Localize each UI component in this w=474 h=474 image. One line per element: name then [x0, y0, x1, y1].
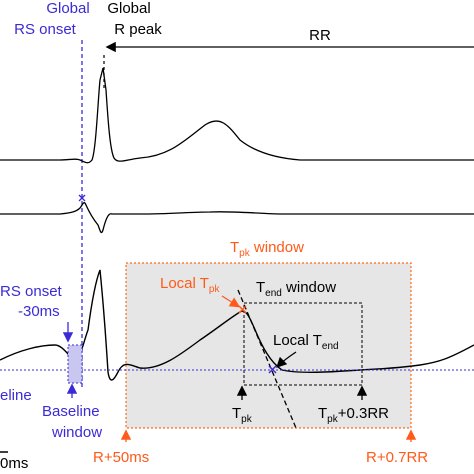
ecg-trace-derivative	[0, 202, 474, 234]
rs-onset-x-marker	[78, 194, 86, 202]
global-r-peak-label-1: Global	[107, 0, 150, 17]
baseline-label: eline	[0, 387, 32, 404]
global-rs-onset-label-2: RS onset	[14, 21, 77, 38]
tend-window-label-t: T	[256, 279, 265, 296]
local-tpk-label-main: Local T	[160, 275, 209, 292]
rs-onset-minus-label-2: -30ms	[18, 303, 60, 320]
tpk-window-label: Tpk window	[230, 239, 304, 259]
tend-window-label-sub: end	[265, 288, 282, 299]
local-tpk-label-sub: pk	[209, 284, 221, 295]
tpk-window-label-t: T	[230, 239, 239, 256]
tpk-window-label-sub: pk	[239, 248, 251, 259]
local-tend-label-main: Local T	[273, 332, 322, 349]
tpk-window-label-suffix: window	[250, 239, 304, 256]
local-tpk-label: Local Tpk	[160, 275, 220, 295]
local-tpk-arrow	[221, 295, 241, 308]
baseline-window-label-1: Baseline	[42, 403, 100, 420]
r-plus-50-label: R+50ms	[93, 449, 149, 466]
rr-label: RR	[309, 27, 331, 44]
tpk-marker-label-sub: pk	[241, 414, 253, 425]
baseline-window-box	[67, 344, 83, 384]
scale-label: 0ms	[0, 455, 28, 472]
tpk-marker-label-t: T	[232, 405, 241, 422]
tpk-window-box	[125, 262, 412, 429]
r-plus-07-label: R+0.7RR	[366, 449, 428, 466]
local-tend-marker	[268, 365, 277, 374]
baseline-window-label-2: window	[51, 424, 102, 441]
local-tend-label-sub: end	[322, 341, 339, 352]
tpk-marker-label: Tpk	[232, 405, 253, 425]
tend-window-label-suffix: window	[282, 279, 336, 296]
tpk-plus-label: Tpk+0.3RR	[318, 405, 389, 425]
tpk-plus-label-sub: pk	[327, 414, 339, 425]
ecg-trace-global	[0, 67, 474, 164]
tpk-plus-label-suffix: +0.3RR	[338, 405, 389, 422]
global-rs-onset-label-1: Global	[46, 0, 89, 17]
tend-window-label: Tend window	[256, 279, 336, 299]
tend-tangent-line	[237, 289, 297, 429]
tpk-plus-label-t: T	[318, 405, 327, 422]
local-tend-arrow	[276, 351, 297, 368]
global-r-peak-label-2: R peak	[114, 21, 162, 38]
rs-onset-minus-label-1: RS onset	[0, 283, 63, 300]
local-tend-label: Local Tend	[273, 332, 339, 352]
